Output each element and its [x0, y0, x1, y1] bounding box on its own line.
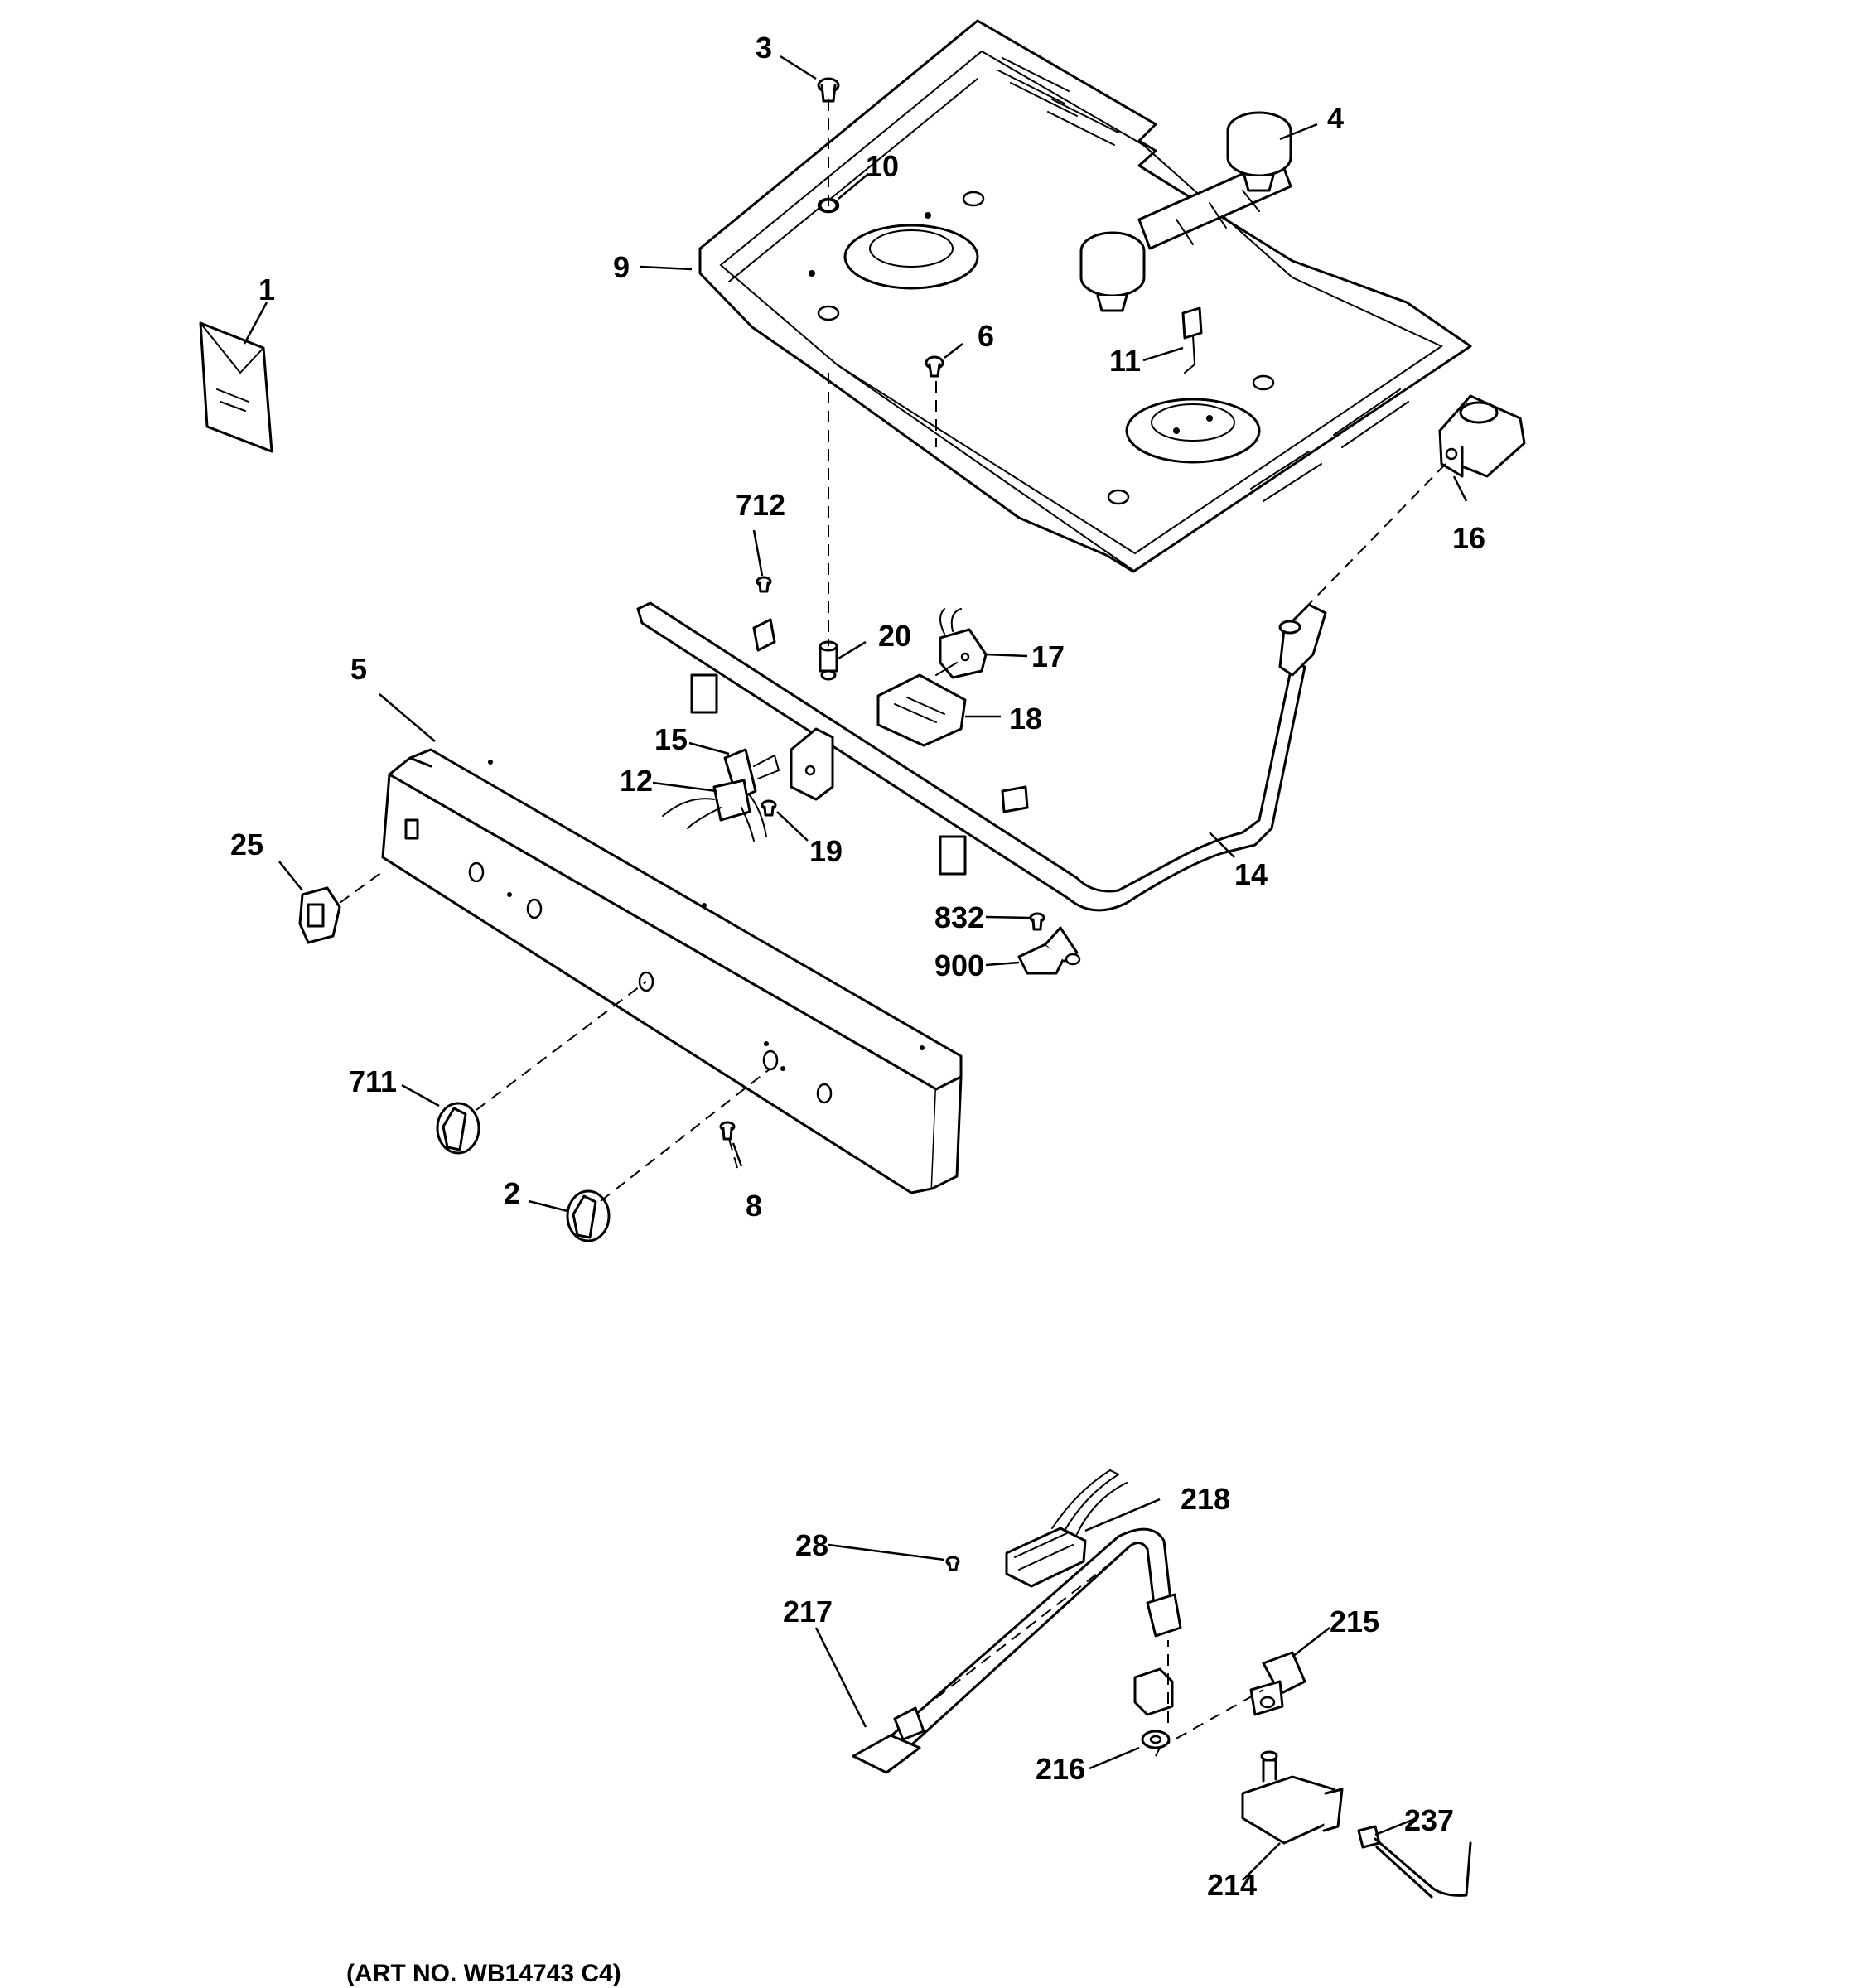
part-20-orifice: [819, 640, 838, 681]
part-4-burner-valves: [1079, 111, 1292, 312]
callout-18: 18: [1009, 702, 1042, 736]
callout-1: 1: [258, 273, 275, 306]
part-217-spark-harness: [852, 1527, 1182, 1774]
callout-12: 12: [620, 764, 653, 798]
part-2-knob: [566, 1189, 611, 1242]
part-900-bracket: [1017, 926, 1081, 975]
part-237-wire-lead: [1357, 1825, 1472, 1899]
part-14-manifold-pipe: [636, 601, 1327, 912]
callout-10: 10: [866, 149, 899, 183]
part-25-rocker-switch: [298, 886, 341, 944]
callout-17: 17: [1031, 639, 1065, 673]
part-28-screw: [945, 1556, 960, 1571]
part-6-screw: [925, 355, 944, 378]
callout-216: 216: [1036, 1752, 1085, 1786]
callout-237: 237: [1404, 1803, 1454, 1837]
mounting-bracket: [790, 727, 834, 801]
part-17-switch: [939, 608, 988, 679]
part-216-sleeve-nut: [1133, 1667, 1174, 1749]
exploded-view-lines: [339, 99, 1446, 1757]
art-number: (ART NO. WB14743 C4): [346, 1960, 621, 1987]
part-12-15-spark-switch: [662, 748, 780, 842]
callout-217: 217: [783, 1595, 833, 1629]
part-5-control-panel: [381, 748, 963, 1194]
part-1-literature-envelope: [199, 321, 273, 453]
part-3-screw: [817, 77, 840, 103]
callout-19: 19: [809, 834, 843, 868]
callout-218: 218: [1181, 1482, 1230, 1516]
callout-9: 9: [613, 250, 630, 284]
callout-28: 28: [795, 1528, 828, 1562]
callout-3: 3: [756, 31, 772, 65]
callout-2: 2: [504, 1176, 520, 1210]
callout-14: 14: [1234, 857, 1268, 891]
callout-832: 832: [934, 900, 984, 934]
part-9-burner-box: [698, 19, 1472, 573]
part-11-igniter-clip: [1181, 306, 1203, 374]
part-18-ignition-module: [876, 662, 967, 747]
part-19-screw: [761, 799, 777, 817]
callout-214: 214: [1207, 1868, 1257, 1902]
callout-215: 215: [1330, 1604, 1379, 1638]
part-8-screw: [719, 1121, 736, 1141]
callout-leaders: [243, 55, 1468, 1881]
callout-labels: 1 3 4 10 9 6 11 16 712 20 17 18 5 15 12 …: [230, 31, 1485, 1902]
callout-16: 16: [1452, 521, 1485, 555]
callout-25: 25: [230, 828, 263, 861]
callout-5: 5: [350, 652, 367, 686]
part-711-knob: [436, 1102, 480, 1155]
part-16-regulator: [1438, 394, 1526, 478]
callout-900: 900: [934, 948, 984, 982]
callout-11: 11: [1109, 344, 1141, 378]
callout-6: 6: [978, 319, 994, 353]
callout-711: 711: [349, 1064, 397, 1098]
callout-8: 8: [746, 1189, 762, 1223]
callout-15: 15: [654, 722, 688, 756]
part-218-switch-harness: [1005, 1469, 1128, 1588]
callout-712: 712: [736, 488, 785, 522]
callout-4: 4: [1327, 101, 1344, 135]
part-215-bracket: [1249, 1651, 1306, 1716]
part-712-screw: [756, 576, 772, 593]
part-832-screw: [1029, 912, 1045, 931]
callout-20: 20: [878, 619, 911, 653]
part-214-electrode: [1241, 1750, 1344, 1845]
